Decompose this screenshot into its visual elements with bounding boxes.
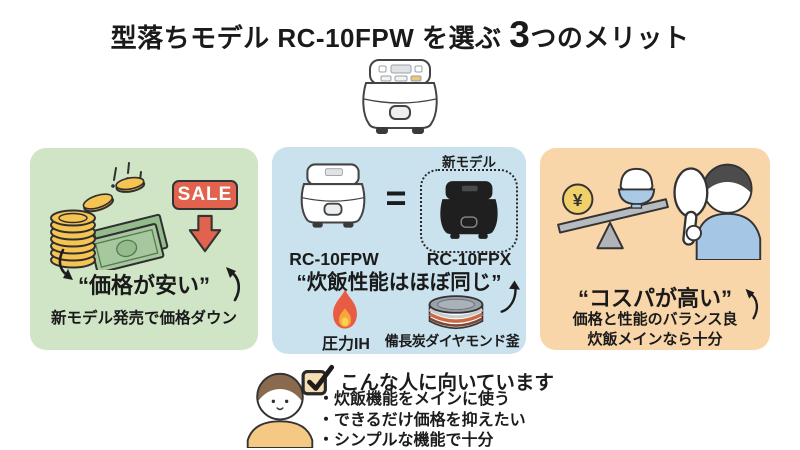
new-model-tag: 新モデル <box>442 155 496 170</box>
price-down-arrow-icon <box>186 214 224 259</box>
recommend-heading: こんな人に向いています <box>340 372 554 394</box>
flame-icon <box>328 287 362 336</box>
value-subtext-line1: 価格と性能のバランス良 <box>572 311 738 328</box>
person-illustration <box>242 368 318 450</box>
panel-value: ¥ “コスパが高い” 価格 <box>540 148 770 350</box>
value-headline: “コスパが高い” <box>577 286 732 311</box>
title-prefix: 型落ちモデル RC-10FPW を選ぶ <box>110 23 510 53</box>
rice-cooker-hero-icon <box>352 56 448 140</box>
sale-badge: SALE <box>172 180 238 210</box>
title-number: 3 <box>509 14 531 55</box>
page-title: 型落ちモデル RC-10FPW を選ぶ 3つのメリット <box>0 14 800 56</box>
title-suffix: つのメリット <box>530 23 690 53</box>
value-subtext: 価格と性能のバランス良 炊飯メインなら十分 <box>540 310 770 350</box>
panel-price: SALE “価格が安い” 新モデル発売で価格ダウン <box>30 148 258 350</box>
price-subtext: 新モデル発売で価格ダウン <box>50 310 237 327</box>
curved-arrow-icon <box>740 288 760 325</box>
value-subtext-line2: 炊飯メインなら十分 <box>587 331 723 348</box>
panel-performance: = 新モデル RC-10FPW RC-10FPX “炊飯性能はほぼ同じ” 圧力I… <box>272 147 526 354</box>
recommend-bullet: ・できるだけ価格を抑えたい <box>318 411 526 429</box>
curved-arrow-icon <box>498 280 520 319</box>
old-model-name: RC-10FPW <box>289 249 379 269</box>
equals-sign: = <box>385 177 407 218</box>
performance-headline: “炊飯性能はほぼ同じ” <box>296 271 502 294</box>
recommend-bullet: ・シンプルな機能で十分 <box>318 432 494 449</box>
new-model-dotted-frame <box>420 169 518 253</box>
money-coins-illustration <box>46 160 171 275</box>
curved-arrow-icon <box>220 266 242 307</box>
feature-pot-label: 備長炭ダイヤモンド釜 <box>384 333 520 349</box>
yen-symbol: ¥ <box>573 190 583 210</box>
feature-pressure-label: 圧力IH <box>321 336 370 353</box>
price-headline: “価格が安い” <box>77 273 210 298</box>
layered-pot-icon <box>420 293 492 342</box>
recommend-bullet: ・炊飯機能をメインに使う <box>318 391 511 408</box>
rice-cooker-new-model-icon <box>440 181 498 239</box>
recommend-list: ・炊飯機能をメインに使う ・できるだけ価格を抑えたい ・シンプルな機能で十分 <box>318 390 526 450</box>
seesaw-balance-illustration: ¥ <box>554 162 672 265</box>
rice-cooker-old-model-icon <box>292 161 374 236</box>
new-model-name: RC-10FPX <box>426 249 512 269</box>
person-with-rice-paddle <box>662 156 766 265</box>
curved-arrow-icon <box>56 248 78 287</box>
checkbox-icon <box>301 364 337 401</box>
